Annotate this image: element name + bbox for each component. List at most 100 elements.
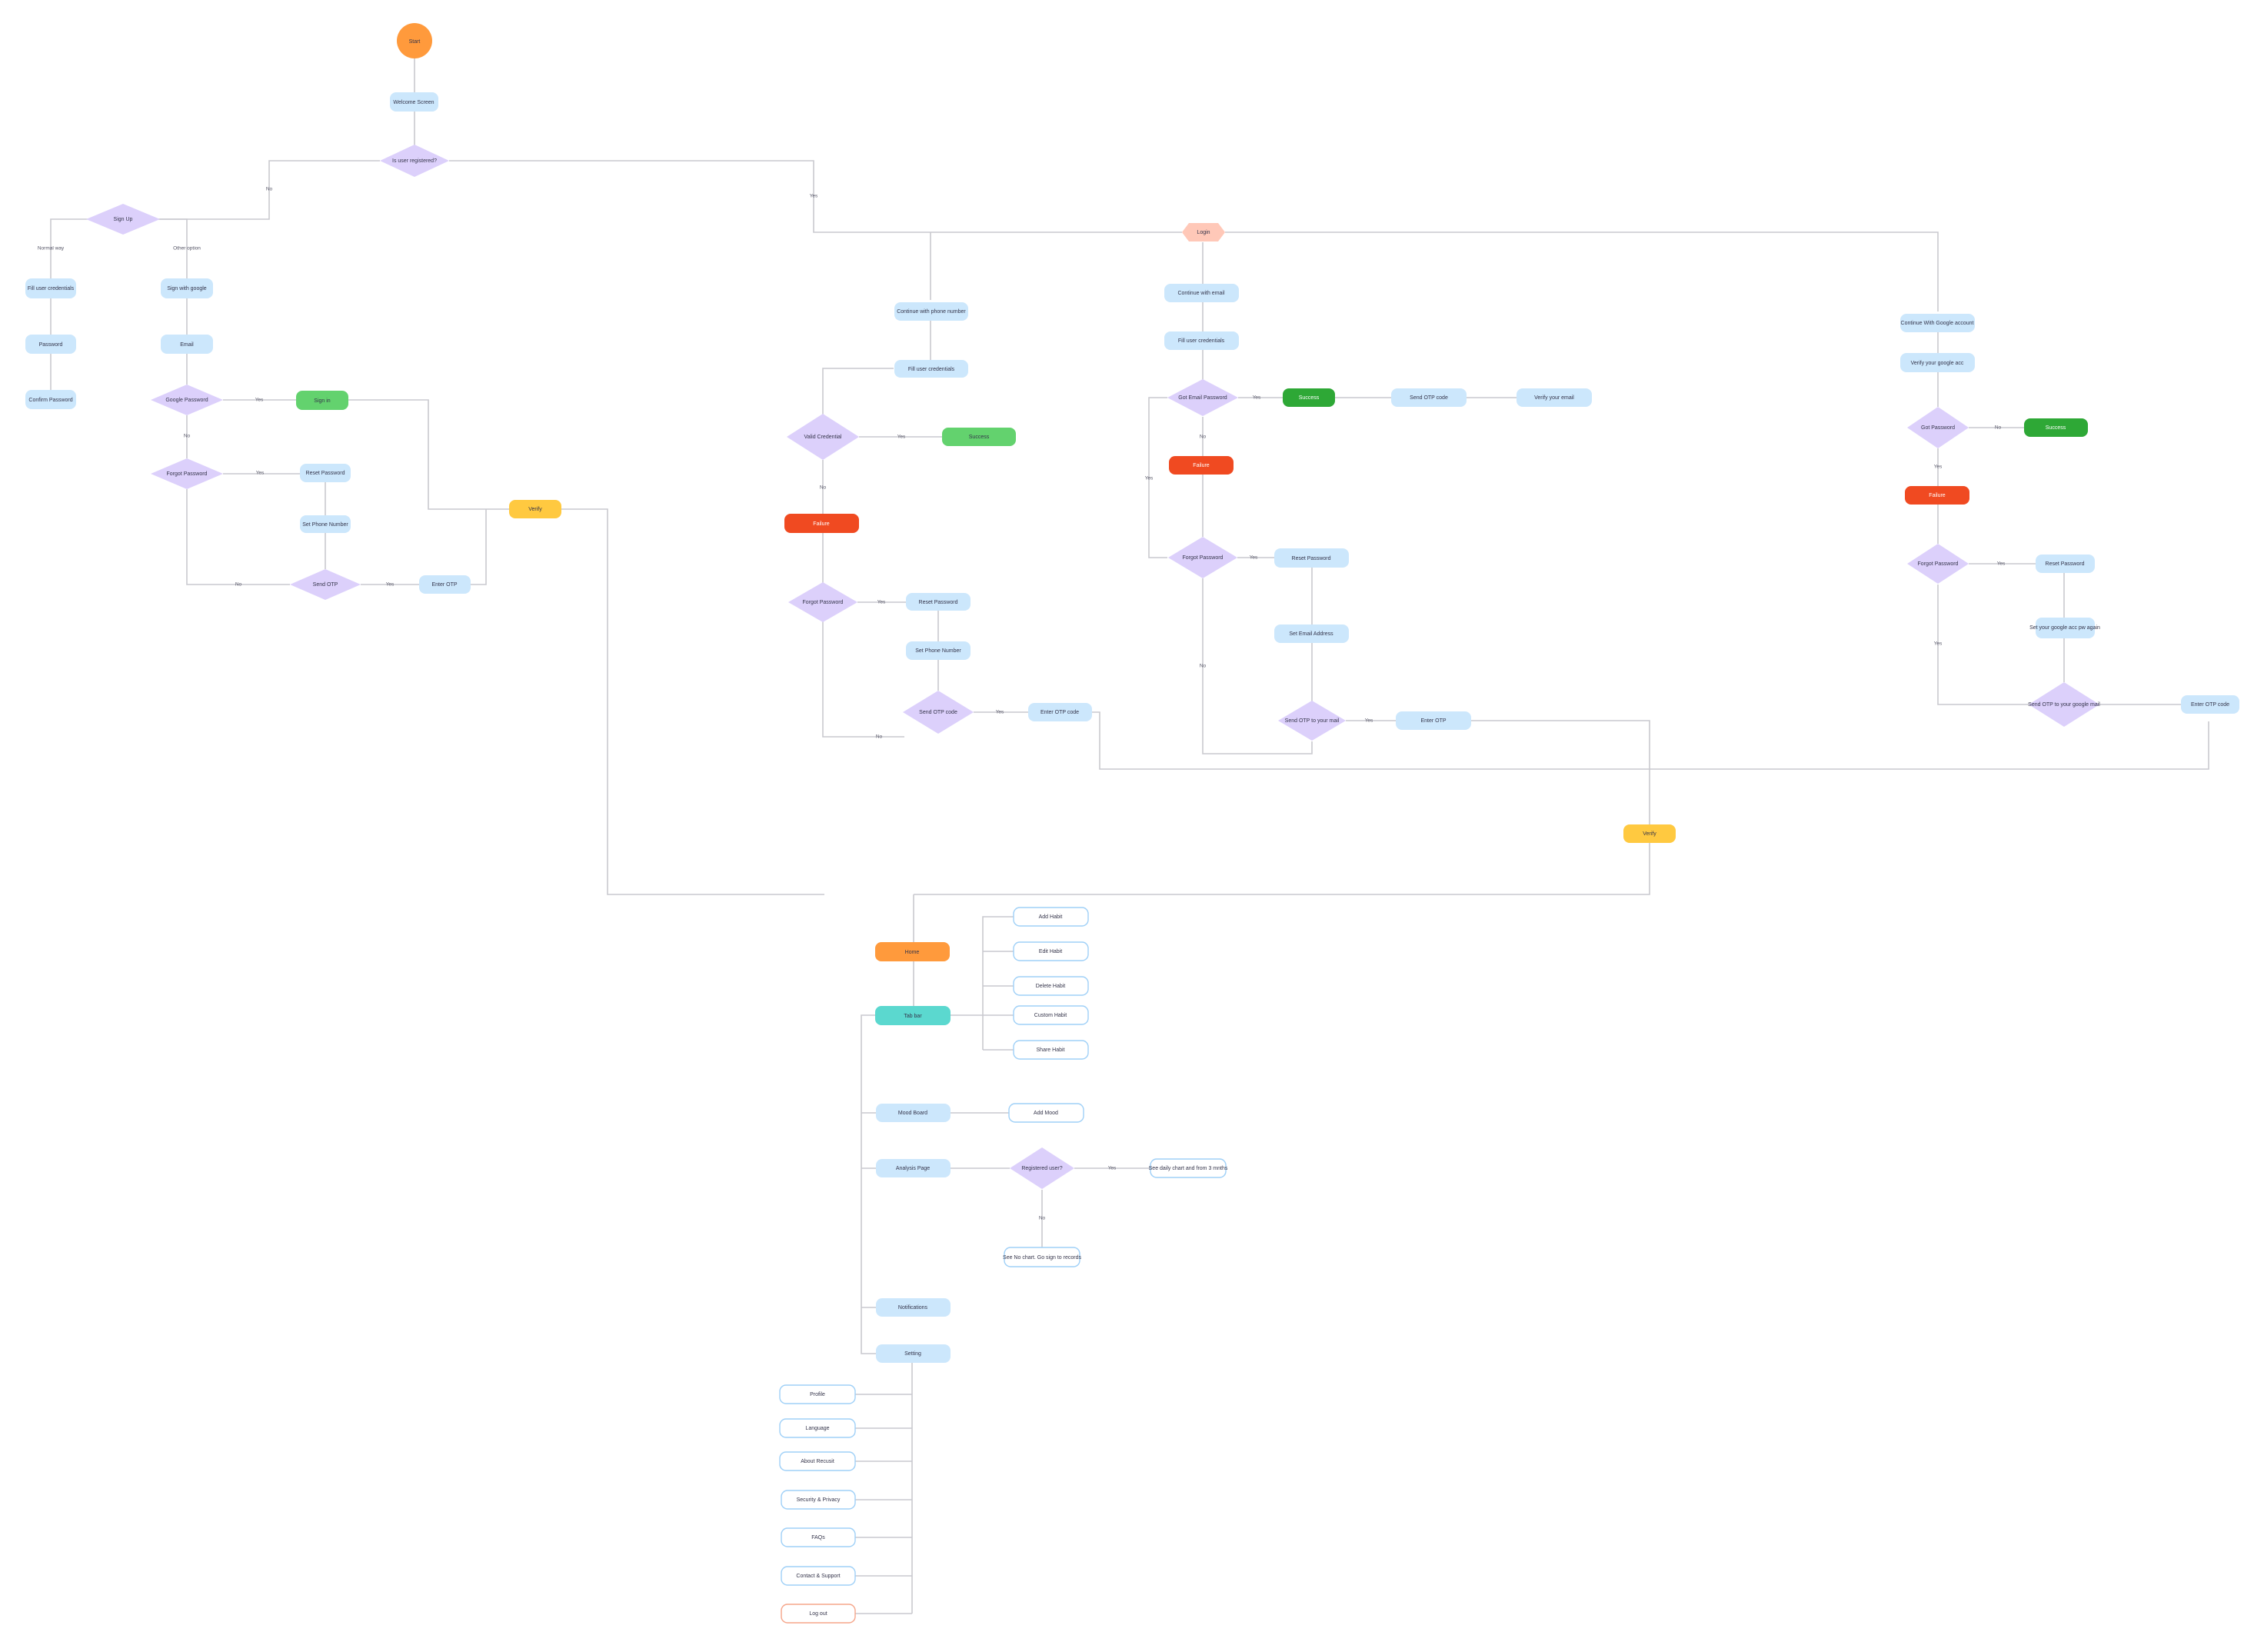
em-failure-node: Failure	[1169, 456, 1234, 475]
edge-label-no: No	[1200, 435, 1207, 440]
em-send-otp-mail-decision: Send OTP to your mail	[1278, 701, 1346, 741]
edge-label-yes: Yes	[255, 398, 264, 403]
su-forgot-label: Forgot Password	[167, 471, 208, 477]
su-email-label: Email	[180, 342, 194, 348]
su-send-otp-label: Send OTP	[313, 582, 338, 588]
edit-habit-node: Edit Habit	[1013, 941, 1089, 961]
gg-verify-node: Verify your google acc	[1900, 353, 1975, 372]
edge-label-yes: Yes	[810, 194, 818, 199]
mood-board-label: Mood Board	[898, 1111, 927, 1116]
profile-label: Profile	[810, 1392, 825, 1397]
is-registered-label: Is user registered?	[392, 158, 437, 164]
ph-valid-label: Valid Credential	[804, 435, 842, 440]
em-forgot-decision: Forgot Password	[1168, 537, 1237, 578]
em-reset-label: Reset Password	[1292, 556, 1331, 561]
gg-reset-node: Reset Password	[2036, 555, 2095, 573]
em-success-node: Success	[1283, 388, 1335, 407]
contact-node: Contact & Support	[781, 1566, 856, 1586]
su-password-label: Password	[39, 342, 63, 348]
edge-labels: No Yes Normal way Other option Yes No Ye…	[38, 187, 2006, 1221]
gg-forgot-label: Forgot Password	[1918, 561, 1959, 567]
contact-label: Contact & Support	[796, 1574, 840, 1579]
ph-forgot-label: Forgot Password	[803, 600, 844, 605]
edge-label-yes: Yes	[1934, 641, 1943, 647]
gg-send-otp-label: Send OTP to your google mail	[2028, 702, 2100, 708]
ph-reset-node: Reset Password	[906, 593, 971, 611]
su-confirm-password-label: Confirm Password	[28, 398, 72, 403]
connector-lines	[50, 58, 2209, 1614]
gg-success-label: Success	[2046, 425, 2066, 431]
edge-label-yes: Yes	[1250, 555, 1258, 561]
su-sign-google-label: Sign with google	[167, 286, 206, 291]
security-node: Security & Privacy	[781, 1490, 856, 1510]
gg-got-password-decision: Got Password	[1907, 407, 1969, 448]
edge-label-yes: Yes	[1253, 395, 1261, 401]
su-sign-google-node: Sign with google	[161, 278, 213, 298]
ph-send-otp-label: Send OTP code	[919, 710, 957, 715]
language-node: Language	[779, 1418, 856, 1438]
su-password-node: Password	[25, 335, 76, 354]
edge-label-no: No	[1995, 425, 2002, 431]
su-reset-node: Reset Password	[300, 464, 351, 482]
em-got-password-label: Got Email Password	[1178, 395, 1227, 401]
em-verify-email-label: Verify your email	[1534, 395, 1574, 401]
edge-label-no: No	[184, 434, 191, 439]
edge-label-yes: Yes	[256, 471, 265, 476]
delete-habit-label: Delete Habit	[1036, 984, 1066, 989]
gg-failure-node: Failure	[1905, 486, 1969, 505]
custom-habit-node: Custom Habit	[1013, 1005, 1089, 1025]
custom-habit-label: Custom Habit	[1034, 1013, 1067, 1018]
start-node: Start	[397, 23, 432, 58]
security-label: Security & Privacy	[797, 1497, 841, 1503]
registered-user-label: Registered user?	[1021, 1166, 1062, 1171]
profile-node: Profile	[779, 1384, 856, 1404]
ph-fill-label: Fill user credentials	[908, 367, 955, 372]
em-got-password-decision: Got Email Password	[1167, 379, 1238, 416]
su-fill-credentials-label: Fill user credentials	[28, 286, 75, 291]
gg-continue-label: Continue With Google account	[1901, 321, 1974, 326]
edge-label-no: No	[235, 582, 242, 588]
ph-success-node: Success	[942, 428, 1016, 446]
em-success-label: Success	[1299, 395, 1320, 401]
delete-habit-node: Delete Habit	[1013, 976, 1089, 996]
edge-label-no: No	[1039, 1216, 1046, 1221]
em-continue-label: Continue with email	[1177, 291, 1225, 296]
gg-set-mail-label: Set your google acc pw again	[2029, 625, 2100, 631]
edge-label-other-option: Other option	[173, 246, 201, 251]
em-set-email-label: Set Email Address	[1289, 631, 1333, 637]
em-continue-node: Continue with email	[1164, 284, 1239, 302]
sign-up-decision: Sign Up	[86, 204, 160, 235]
edge-label-yes: Yes	[1934, 465, 1943, 470]
edge-label-no: No	[1200, 664, 1207, 669]
em-send-otp-node: Send OTP code	[1391, 388, 1467, 407]
ph-continue-label: Continue with phone number	[897, 309, 966, 315]
su-set-phone-label: Set Phone Number	[302, 522, 348, 528]
ph-failure-node: Failure	[784, 514, 859, 533]
edge-label-yes: Yes	[897, 435, 906, 440]
ph-send-otp-decision: Send OTP code	[903, 691, 974, 734]
gg-send-otp-decision: Send OTP to your google mail	[2028, 682, 2100, 727]
edge-label-no: No	[820, 485, 827, 491]
setting-node: Setting	[876, 1344, 951, 1363]
language-label: Language	[805, 1426, 829, 1431]
em-send-otp-label: Send OTP code	[1410, 395, 1448, 401]
su-enter-otp-label: Enter OTP	[431, 582, 457, 588]
em-enter-otp-node: Enter OTP	[1396, 711, 1471, 730]
faqs-label: FAQs	[811, 1535, 825, 1540]
em-fill-node: Fill user credentials	[1164, 331, 1239, 350]
ph-forgot-decision: Forgot Password	[788, 582, 857, 622]
ph-enter-otp-node: Enter OTP code	[1028, 703, 1092, 721]
edge-label-yes: Yes	[877, 600, 886, 605]
verify-right-node: Verify	[1623, 824, 1676, 843]
edit-habit-label: Edit Habit	[1039, 949, 1062, 954]
ph-fill-node: Fill user credentials	[894, 360, 968, 378]
add-mood-node: Add Mood	[1008, 1103, 1084, 1123]
analysis-page-label: Analysis Page	[896, 1166, 930, 1171]
su-email-node: Email	[161, 335, 213, 354]
ph-enter-otp-label: Enter OTP code	[1040, 710, 1079, 715]
homepage-node: Home	[875, 942, 950, 961]
about-node: About Recusit	[779, 1451, 856, 1471]
see-no-chart-label: See No chart. Go sign to records	[1003, 1255, 1081, 1261]
su-google-password-decision: Google Password	[151, 385, 223, 415]
